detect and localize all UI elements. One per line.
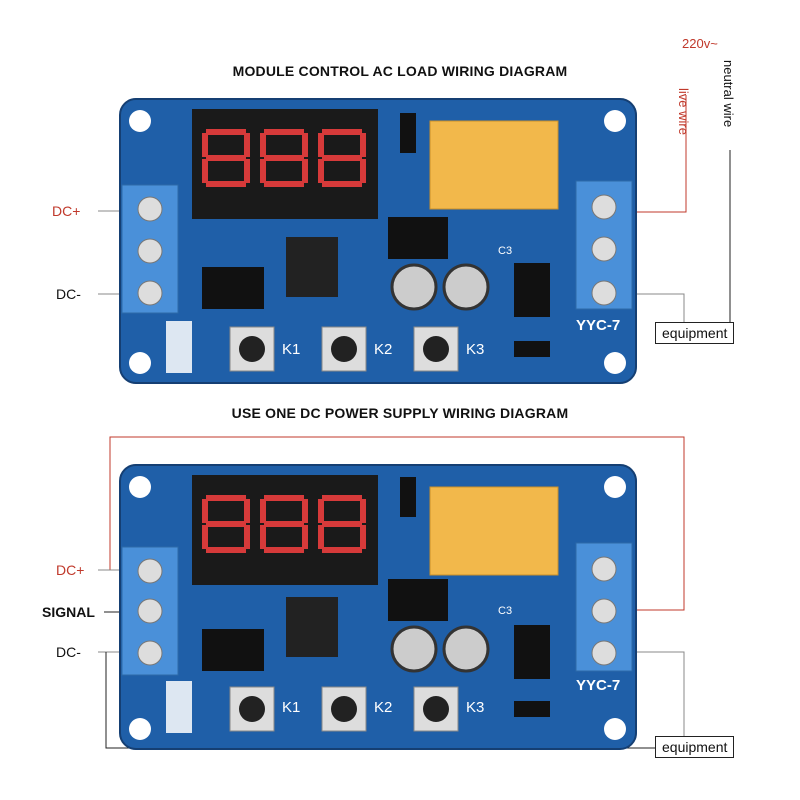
diagram1-dc-minus-label: DC- xyxy=(56,286,81,302)
button-k1-label: K1 xyxy=(282,341,301,358)
neutral-wire-label: neutral wire xyxy=(721,60,736,128)
button-k3-label: K3 xyxy=(466,341,485,358)
capacitor-c3-label: C3 xyxy=(498,245,513,257)
model-label: YYC-7 xyxy=(576,677,621,694)
diagram2-title: USE ONE DC POWER SUPPLY WIRING DIAGRAM xyxy=(231,405,569,421)
button-k2-label: K2 xyxy=(374,699,393,716)
model-label: YYC-7 xyxy=(576,317,621,334)
diagram2-dc-minus-label: DC- xyxy=(56,644,81,660)
relay-module-board-2: K1 K2 K3 YYC-7 C3 xyxy=(118,463,638,751)
live-wire-label: live wire xyxy=(676,88,691,135)
voltage-label: 220v~ xyxy=(682,36,718,51)
diagram2-dc-plus-label: DC+ xyxy=(56,562,85,578)
button-k3-label: K3 xyxy=(466,699,485,716)
relay-module-board-1: K1 K2 K3 YYC-7 C3 xyxy=(118,97,638,385)
button-k1-label: K1 xyxy=(282,699,301,716)
button-k2-label: K2 xyxy=(374,341,393,358)
capacitor-c3-label: C3 xyxy=(498,605,513,617)
diagram1-dc-plus-label: DC+ xyxy=(52,203,81,219)
diagram1-equipment-box: equipment xyxy=(655,322,735,344)
signal-label: SIGNAL xyxy=(42,604,95,620)
diagram2-equipment-box: equipment xyxy=(655,736,735,758)
diagram1-title: MODULE CONTROL AC LOAD WIRING DIAGRAM xyxy=(232,63,568,79)
